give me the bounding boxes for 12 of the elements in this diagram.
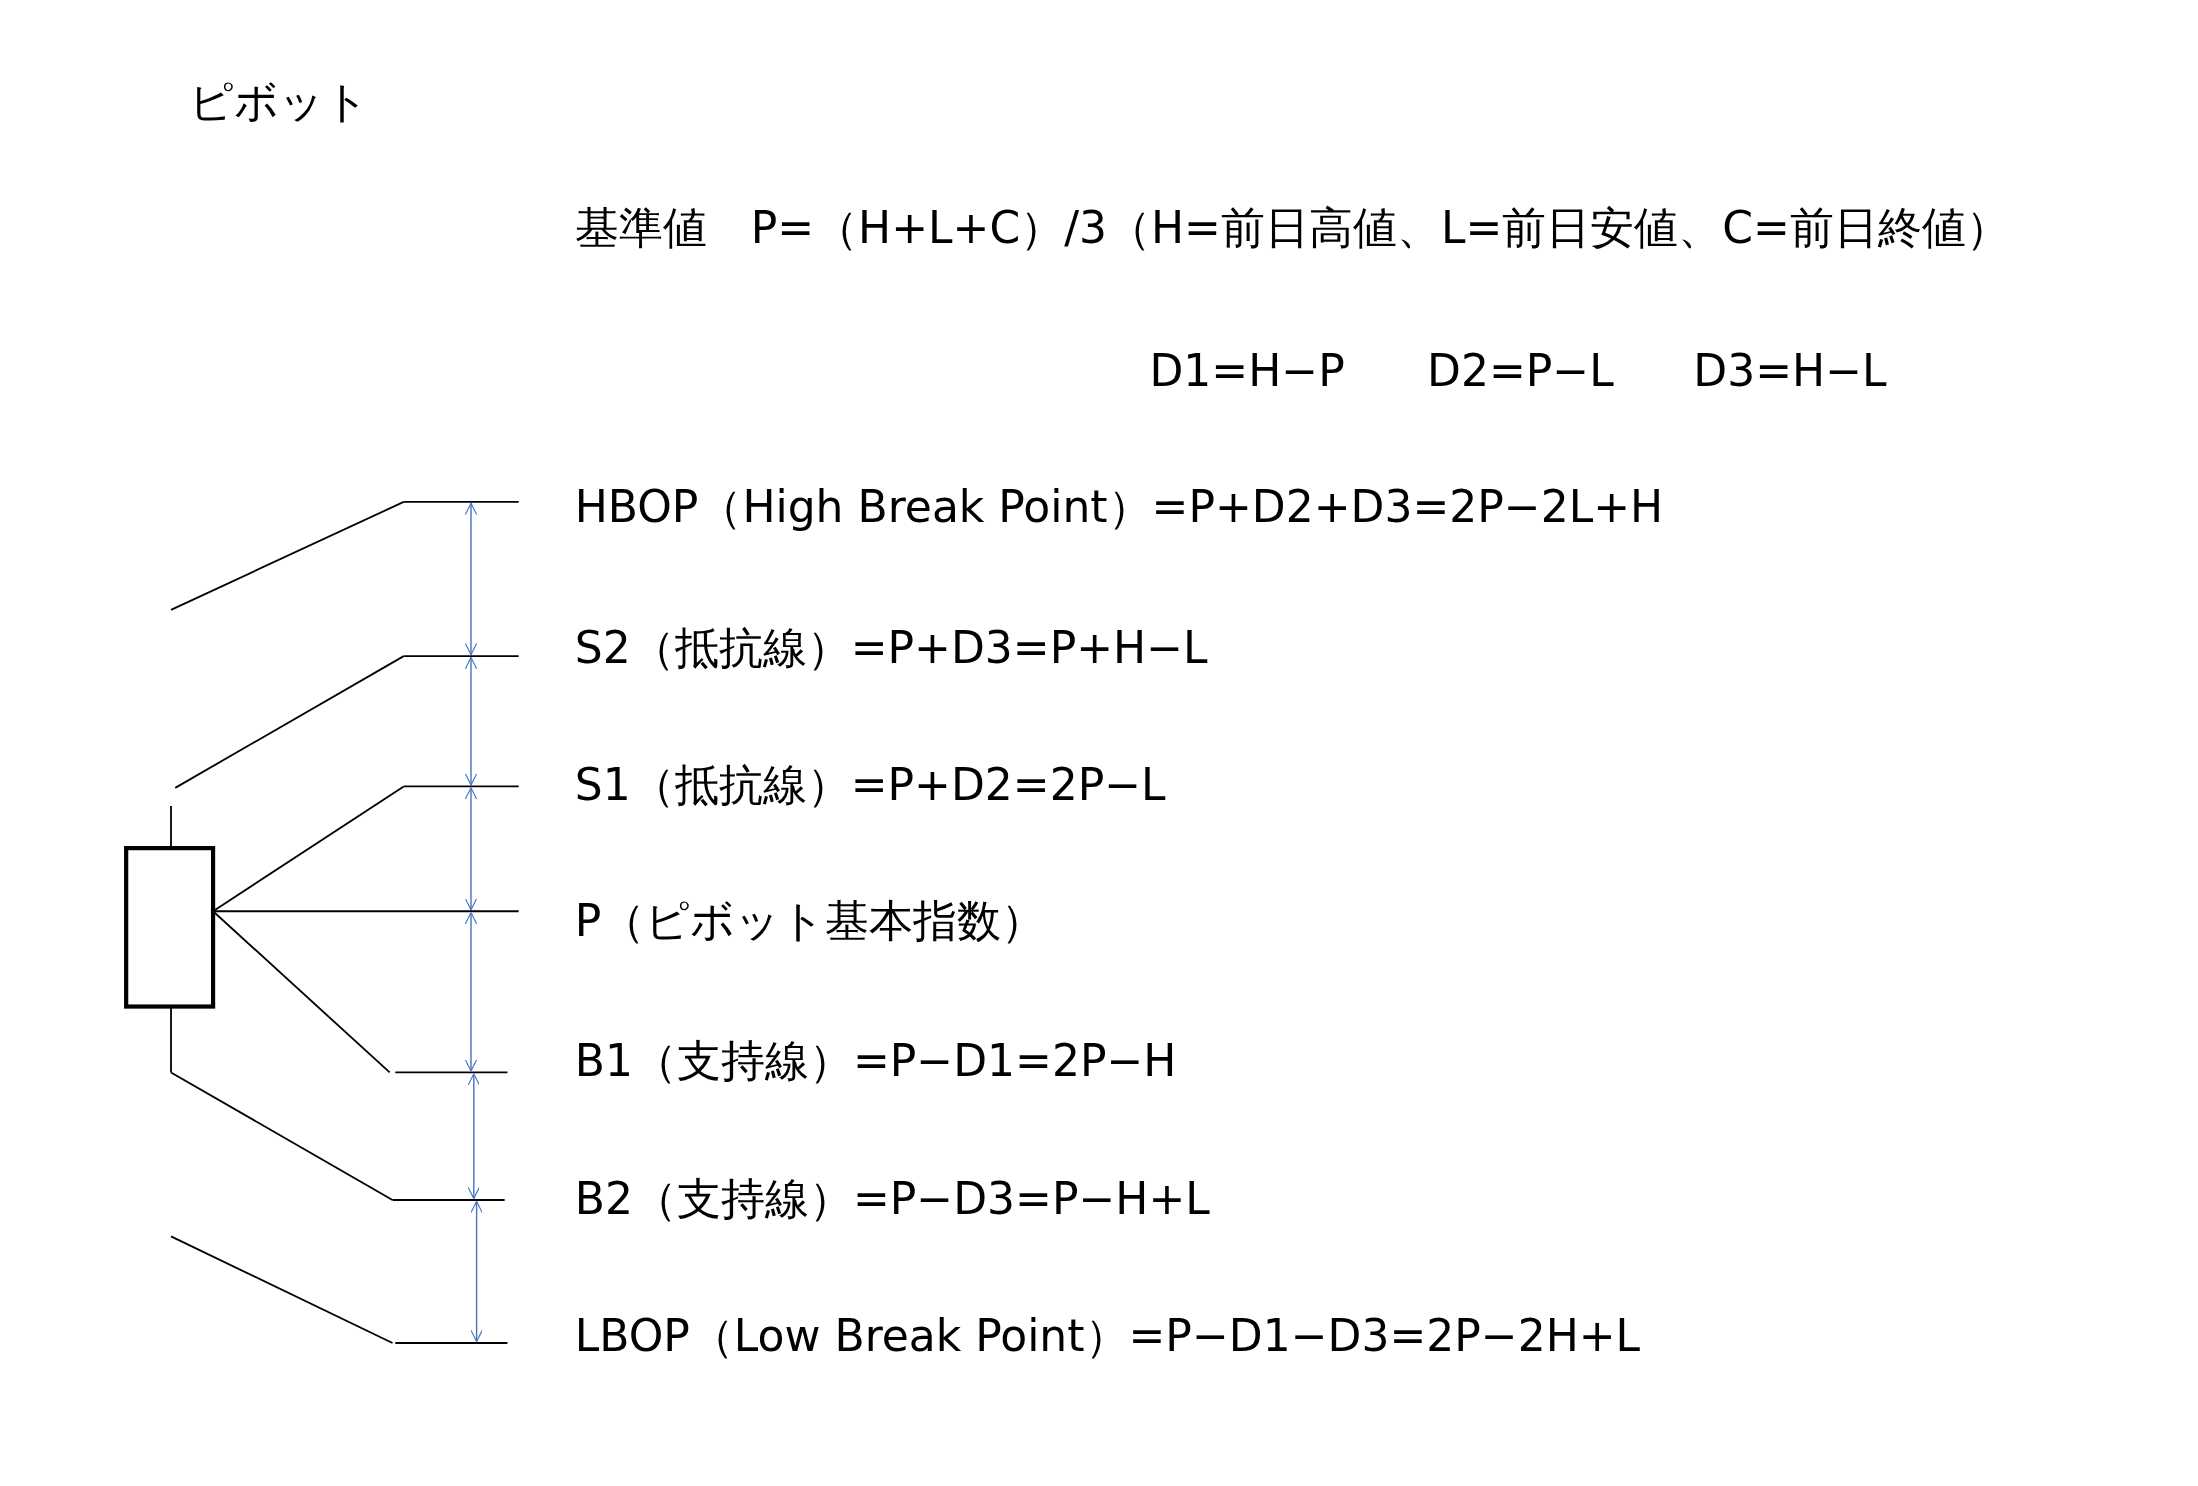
level-formula: S2（抵抗線）=P+D3=P+H−L [574, 625, 1208, 670]
level-formula: B1（支持線）=P−D1=2P−H [574, 1039, 1177, 1084]
level-formula: P（ピボット基本指数） [574, 898, 1046, 943]
formula-text: D1=H−P [1149, 349, 1345, 394]
level-formula: S1（抵抗線）=P+D2=2P−L [574, 763, 1166, 807]
level-formula: LBOP（Low Break Point）=P−D1−D3=2P−2H+L [574, 1313, 1641, 1358]
level-formula: B2（支持線）=P−D3=P−H+L [574, 1176, 1210, 1221]
formula-text: 基準値 P=（H+L+C）/3（H=前日高値、L=前日安値、C=前日終値） [574, 206, 2010, 251]
formula-text: D2=P−L [1427, 349, 1614, 394]
page-title: ピボット [189, 80, 370, 125]
level-formula: HBOP（High Break Point）=P+D2+D3=2P−2L+H [574, 485, 1664, 530]
formula-text: D3=H−L [1693, 349, 1887, 394]
